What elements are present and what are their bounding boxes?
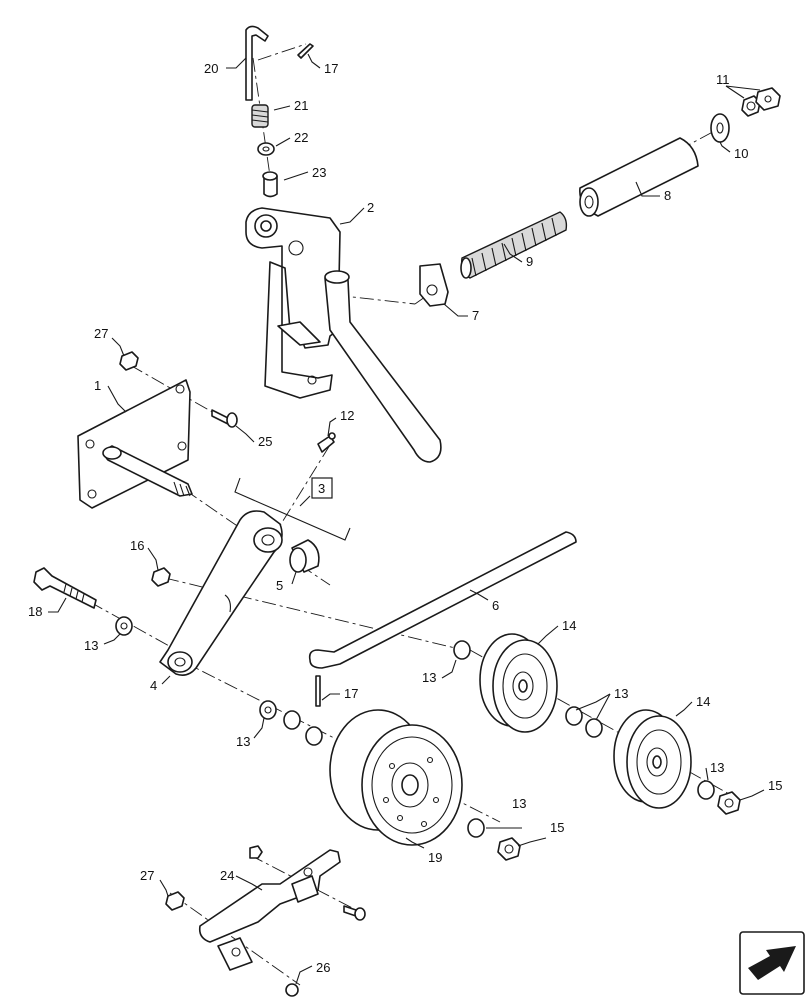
- callout-9: 9: [526, 254, 533, 269]
- part-17-cotter-pin-lower: [315, 675, 321, 707]
- callout-13-right: 13: [614, 686, 628, 701]
- callout-labels: 20 17 21 22 23 2 7 9 8 10 11 27 1 25 12 …: [28, 61, 782, 975]
- part-14-v-pulley-upper: [479, 633, 558, 733]
- part-19-flat-idler-pulley: [329, 709, 463, 846]
- callout-21: 21: [294, 98, 308, 113]
- callout-13-left: 13: [84, 638, 98, 653]
- part-2-handle-tube: [324, 270, 442, 463]
- callout-24: 24: [220, 868, 234, 883]
- callout-17-lower: 17: [344, 686, 358, 701]
- part-4-idler-arm: [159, 510, 283, 676]
- part-27-nut-upper: [119, 351, 139, 371]
- callout-27-lower: 27: [140, 868, 154, 883]
- callout-10: 10: [734, 146, 748, 161]
- callout-19: 19: [428, 850, 442, 865]
- part-5-bushing: [289, 539, 320, 573]
- part-12-grease-fitting: [317, 432, 336, 453]
- callout-14-upper: 14: [562, 618, 576, 633]
- callout-26: 26: [316, 960, 330, 975]
- part-21-spring: [251, 104, 269, 128]
- callout-12: 12: [340, 408, 354, 423]
- part-15-nuts: [497, 791, 741, 861]
- callout-13-lower: 13: [236, 734, 250, 749]
- callout-22: 22: [294, 130, 308, 145]
- part-23-bushing: [262, 171, 278, 198]
- callout-13-center: 13: [422, 670, 436, 685]
- part-7-spring-clip: [419, 263, 449, 307]
- part-11-nuts: [741, 87, 781, 117]
- part-10-washer: [710, 113, 730, 143]
- part-14-v-pulley-lower: [613, 709, 692, 809]
- callout-27-upper: 27: [94, 326, 108, 341]
- part-8-tube: [579, 137, 699, 217]
- part-16-nut: [151, 567, 171, 587]
- callout-leaders: [48, 53, 765, 985]
- part-hardware-bracket-bolts: [249, 845, 366, 921]
- part-3-kit-bracket: [234, 477, 351, 541]
- part-18-bolt: [33, 567, 97, 609]
- callout-25: 25: [258, 434, 272, 449]
- next-page-arrow-icon[interactable]: [739, 931, 805, 995]
- part-6-rod: [308, 531, 577, 669]
- callout-11: 11: [716, 72, 730, 87]
- callout-20: 20: [204, 61, 218, 76]
- part-26-bolt: [285, 983, 299, 997]
- callout-13-bottom: 13: [512, 796, 526, 811]
- part-25-carriage-bolt: [211, 409, 238, 428]
- part-22-washer: [257, 142, 275, 156]
- callout-15-right: 15: [768, 778, 782, 793]
- callout-6: 6: [492, 598, 499, 613]
- part-13-washers-lower-stack: [259, 700, 323, 746]
- callout-15-bottom: 15: [550, 820, 564, 835]
- part-9-compression-spring: [460, 211, 568, 279]
- callout-8: 8: [664, 188, 671, 203]
- part-2-pivot-bracket: [245, 207, 341, 399]
- callout-3: 3: [318, 481, 325, 496]
- callout-1: 1: [94, 378, 101, 393]
- part-1-mounting-plate: [77, 379, 193, 509]
- callout-2: 2: [367, 200, 374, 215]
- callout-7: 7: [472, 308, 479, 323]
- callout-4: 4: [150, 678, 157, 693]
- callout-5: 5: [276, 578, 283, 593]
- part-13-washers-pulleys: [453, 640, 715, 838]
- part-13-washer-left: [115, 616, 133, 636]
- part-17-cotter-pin-top: [297, 43, 314, 59]
- part-27-nut-lower: [165, 891, 185, 911]
- part-24-lower-bracket: [198, 849, 341, 971]
- callout-16: 16: [130, 538, 144, 553]
- part-20-handle-pin: [245, 25, 269, 101]
- callout-13-far-right: 13: [710, 760, 724, 775]
- callout-23: 23: [312, 165, 326, 180]
- callout-18: 18: [28, 604, 42, 619]
- callout-14-lower: 14: [696, 694, 710, 709]
- callout-17-top: 17: [324, 61, 338, 76]
